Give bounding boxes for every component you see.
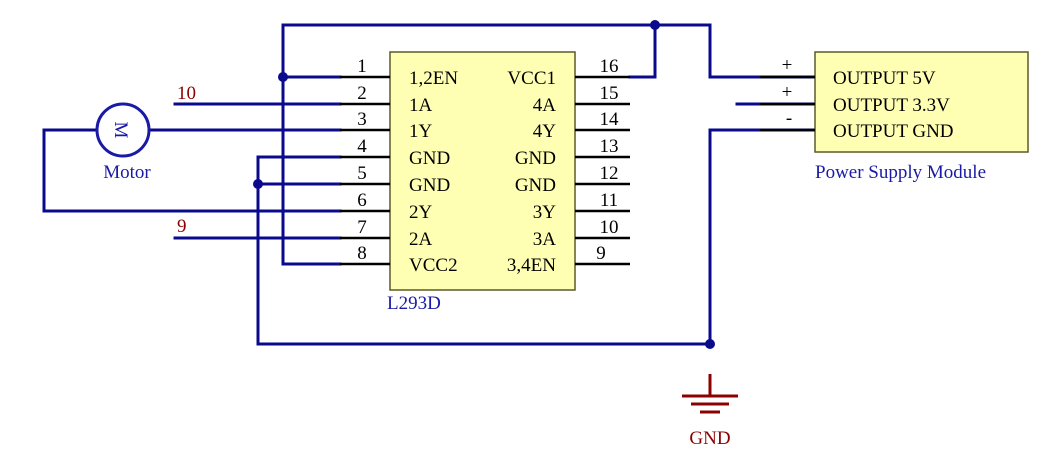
junction-gnd-bus: [705, 339, 715, 349]
motor-symbol: M: [110, 122, 131, 139]
wire-gnd-bus: [256, 182, 712, 346]
pin-number: 12: [600, 163, 619, 184]
pin-label: GND: [409, 148, 450, 169]
pin-number: 9: [596, 243, 606, 264]
pin-label: GND: [515, 175, 556, 196]
power-module-name: Power Supply Module: [815, 162, 986, 183]
pin-number: 14: [600, 109, 620, 130]
pin-number: 1: [357, 56, 367, 77]
pin-label: VCC2: [409, 255, 458, 276]
ground-symbol: GND: [682, 374, 738, 449]
pin-number: 4: [357, 136, 367, 157]
pin-label: 3A: [533, 229, 557, 250]
net-label-9: 9: [177, 216, 187, 237]
net-label-10: 10: [177, 83, 196, 104]
chip-left-pin-lines: [340, 75, 390, 266]
pin-number: 13: [600, 136, 619, 157]
pin-label: 1A: [409, 95, 433, 116]
power-pin-lines: [760, 75, 815, 132]
pin-label: VCC1: [507, 68, 556, 89]
pin-label: 4Y: [533, 121, 557, 142]
wire-en-vcc2: [281, 75, 342, 266]
power-sign: -: [786, 108, 792, 129]
power-sign: +: [782, 82, 793, 103]
power-module-body: [814, 51, 1029, 153]
wire-motor-pin6: [42, 128, 342, 213]
pin-number: 2: [357, 83, 367, 104]
chip-right-pin-numbers: 16 15 14 13 12 11 10 9: [596, 56, 619, 264]
pin-label: GND: [515, 148, 556, 169]
pin-label: 3,4EN: [507, 255, 556, 276]
pin-number: 16: [600, 56, 619, 77]
chip-name: L293D: [387, 293, 441, 314]
junction-vcc-top: [650, 20, 660, 30]
chip-left-pin-numbers: 1 2 3 4 5 6 7 8: [357, 56, 367, 264]
wire-gnd-pin4: [256, 155, 342, 186]
motor-label: Motor: [103, 162, 151, 183]
pin-label: 1Y: [409, 121, 433, 142]
pin-number: 3: [357, 109, 367, 130]
power-output-label: OUTPUT 3.3V: [833, 95, 950, 116]
power-sign: +: [782, 55, 793, 76]
wire-psu-gnd: [708, 128, 817, 346]
chip-left-pin-labels: 1,2EN 1A 1Y GND GND 2Y 2A VCC2: [409, 68, 458, 276]
wire-vcc-top: [281, 23, 817, 79]
motor: M Motor: [95, 102, 151, 183]
power-output-label: OUTPUT GND: [833, 121, 954, 142]
pin-number: 15: [600, 83, 619, 104]
pin-number: 6: [357, 190, 367, 211]
pin-label: 4A: [533, 95, 557, 116]
pin-label: 1,2EN: [409, 68, 458, 89]
pin-number: 10: [600, 217, 619, 238]
pin-label: 3Y: [533, 202, 557, 223]
power-output-label: OUTPUT 5V: [833, 68, 936, 89]
chip-right-pin-labels: VCC1 4A 4Y GND GND 3Y 3A 3,4EN: [507, 68, 556, 276]
pin-number: 5: [357, 163, 367, 184]
chip-l293d: 1 2 3 4 5 6 7 8 16 15 14 13 12 11 10 9 1…: [340, 51, 630, 314]
pin-label: 2A: [409, 229, 433, 250]
pin-label: 2Y: [409, 202, 433, 223]
junction-pin1: [278, 72, 288, 82]
chip-body: [389, 51, 576, 291]
pin-number: 11: [600, 190, 618, 211]
chip-right-pin-lines: [575, 75, 630, 266]
pin-label: GND: [409, 175, 450, 196]
power-supply-module: + + - OUTPUT 5V OUTPUT 3.3V OUTPUT GND P…: [760, 51, 1029, 183]
pin-number: 8: [357, 243, 367, 264]
junction-gnd-pins: [253, 179, 263, 189]
ground-label: GND: [689, 428, 730, 449]
wire-vcc1: [628, 23, 657, 79]
junctions: [253, 20, 715, 349]
pin-number: 7: [357, 217, 367, 238]
motor-icon: [95, 102, 151, 158]
